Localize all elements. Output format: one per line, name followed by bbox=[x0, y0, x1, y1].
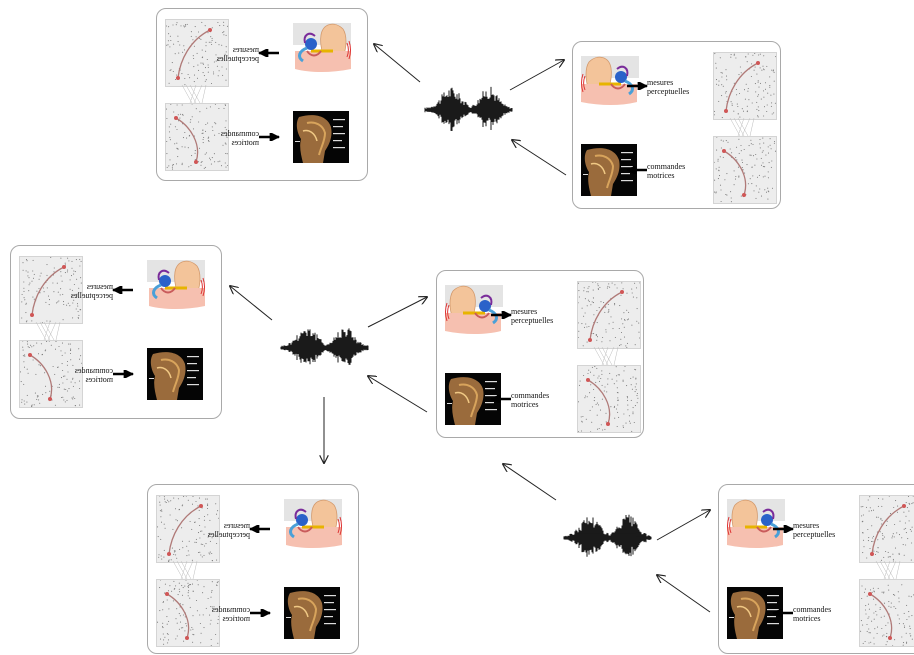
perceptual-space-panel bbox=[165, 19, 229, 87]
perceptual-space-panel bbox=[19, 256, 83, 324]
ear-anatomy-image bbox=[445, 283, 503, 338]
speech-waveform-top bbox=[424, 86, 513, 131]
motor-arrow bbox=[771, 609, 793, 617]
perceptual-measures-label: mesures perceptuelles bbox=[793, 521, 836, 539]
perceptual-space-panel bbox=[859, 495, 914, 563]
motor-arrow bbox=[259, 133, 281, 141]
arrow-from-mid-right bbox=[368, 376, 428, 413]
panel-link bbox=[181, 85, 207, 103]
motor-space-panel bbox=[19, 340, 83, 408]
agent-bottom-right: mesures perceptuelles commandes motrices bbox=[718, 484, 914, 654]
arrow-from-top-right bbox=[512, 140, 567, 176]
motor-space-panel bbox=[713, 136, 777, 204]
motor-commands-label: commandes motrices bbox=[211, 605, 250, 623]
motor-commands-label: commandes motrices bbox=[74, 366, 113, 384]
perceptual-measures-label: mesures perceptuelles bbox=[70, 282, 113, 300]
motor-space-panel bbox=[156, 579, 220, 647]
agent-bottom-left: mesures perceptuelles commandes motrices bbox=[147, 484, 359, 654]
perceptual-arrow bbox=[248, 525, 270, 533]
motor-space-panel bbox=[859, 579, 914, 647]
arrow-to-mid-right-from-bottom bbox=[503, 464, 557, 501]
vocal-tract-image bbox=[284, 587, 340, 639]
agent-mid-right: mesures perceptuelles commandes motrices bbox=[436, 270, 644, 438]
vocal-tract-image bbox=[147, 348, 203, 400]
ear-anatomy-image bbox=[284, 497, 342, 552]
perceptual-measures-label: mesures perceptuelles bbox=[511, 307, 554, 325]
motor-arrow bbox=[250, 609, 272, 617]
panel-link bbox=[593, 347, 619, 365]
motor-arrow bbox=[489, 395, 511, 403]
perceptual-arrow bbox=[491, 311, 513, 319]
panel-link bbox=[35, 322, 61, 340]
panel-link bbox=[729, 118, 755, 136]
speech-waveform-middle bbox=[280, 328, 369, 365]
perceptual-measures-label: mesures perceptuelles bbox=[216, 45, 259, 63]
perceptual-measures-label: mesures perceptuelles bbox=[647, 78, 690, 96]
arrow-to-top-right bbox=[509, 60, 564, 91]
panel-link bbox=[875, 561, 901, 579]
perceptual-space-panel bbox=[156, 495, 220, 563]
vocal-tract-image bbox=[727, 587, 783, 639]
perceptual-measures-label: mesures perceptuelles bbox=[207, 521, 250, 539]
perceptual-arrow bbox=[257, 49, 279, 57]
motor-arrow bbox=[625, 166, 647, 174]
arrow-to-mid-right bbox=[367, 297, 427, 328]
arrow-to-bottom-right bbox=[656, 510, 710, 541]
panel-link bbox=[172, 561, 198, 579]
ear-anatomy-image bbox=[147, 258, 205, 313]
perceptual-arrow bbox=[627, 82, 649, 90]
motor-space-panel bbox=[577, 365, 641, 433]
agent-top-right: mesures perceptuelles commandes motrices bbox=[572, 41, 781, 209]
speech-waveform-bottom bbox=[563, 514, 652, 557]
perceptual-arrow bbox=[111, 286, 133, 294]
motor-space-panel bbox=[165, 103, 229, 171]
arrow-to-mid-left bbox=[230, 286, 273, 321]
arrow-from-bottom-right bbox=[657, 575, 711, 613]
motor-commands-label: commandes motrices bbox=[220, 129, 259, 147]
motor-commands-label: commandes motrices bbox=[511, 391, 550, 409]
vocal-tract-image bbox=[293, 111, 349, 163]
ear-anatomy-image bbox=[581, 54, 639, 109]
perceptual-space-panel bbox=[577, 281, 641, 349]
perceptual-space-panel bbox=[713, 52, 777, 120]
agent-mid-left: mesures perceptuelles commandes motrices bbox=[10, 245, 222, 419]
agent-top-left: mesures perceptuelles commandes motrices bbox=[156, 8, 368, 181]
motor-arrow bbox=[113, 370, 135, 378]
motor-commands-label: commandes motrices bbox=[647, 162, 686, 180]
perceptual-arrow bbox=[773, 525, 795, 533]
ear-anatomy-image bbox=[727, 497, 785, 552]
motor-commands-label: commandes motrices bbox=[793, 605, 832, 623]
ear-anatomy-image bbox=[293, 21, 351, 76]
arrow-to-top-left bbox=[374, 44, 421, 83]
